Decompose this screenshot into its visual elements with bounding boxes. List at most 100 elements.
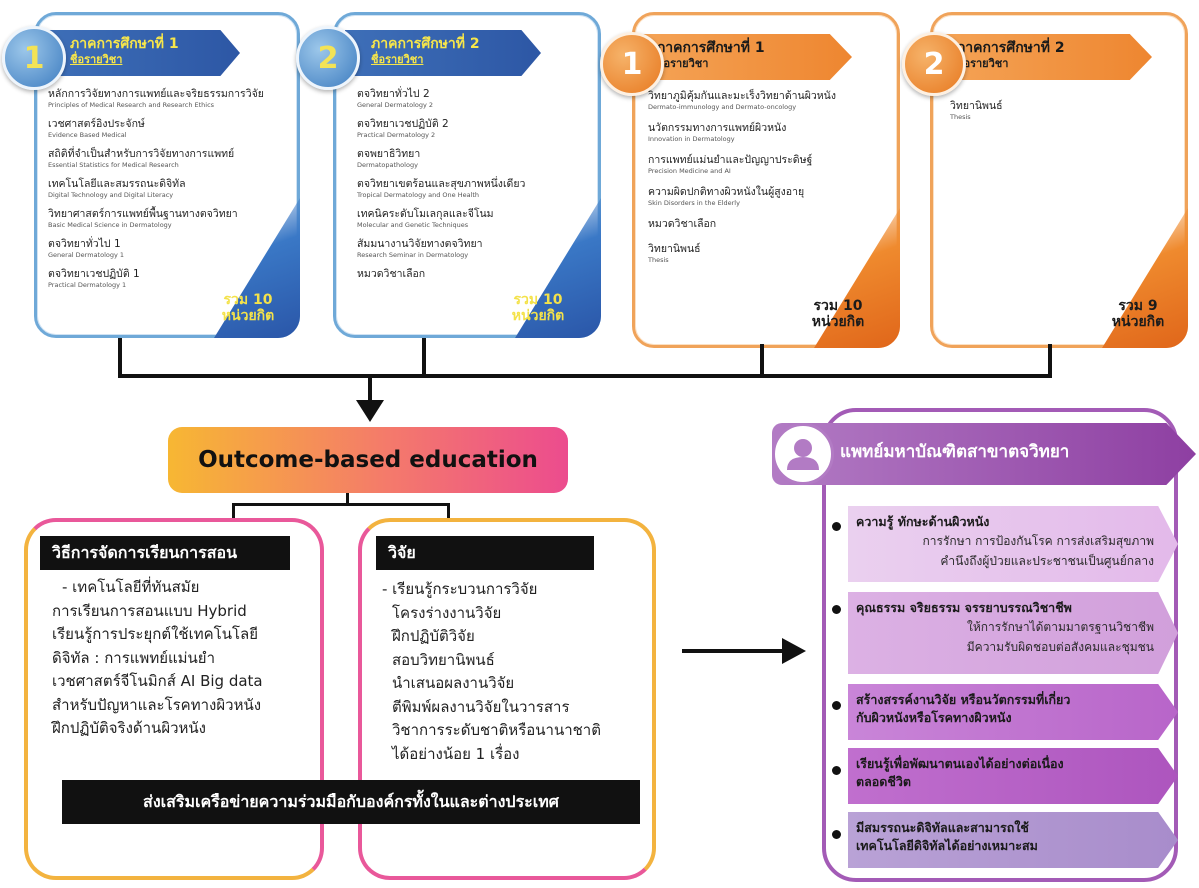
connector-line [232,503,450,506]
outcome-heading: ความรู้ ทักษะด้านผิวหนัง [856,514,990,529]
semester-title: ภาคการศึกษาที่ 2 [956,40,1065,56]
course-item: หมวดวิชาเลือก [357,268,525,281]
avatar [772,423,834,485]
outcome-item: เรียนรู้เพื่อพัฒนาตนเองได้อย่างต่อเนื่อง… [848,748,1178,804]
course-name-th: ตจวิทยาทั่วไป 2 [357,88,430,100]
course-name-th: นวัตกรรมทางการแพทย์ผิวหนัง [648,122,787,134]
course-list: หลักการวิจัยทางการแพทย์และจริยธรรมการวิจ… [48,88,264,298]
outcome-heading: มีสมรรถนะดิจิทัลและสามารถใช้ [856,820,1029,835]
course-name-th: หมวดวิชาเลือก [648,218,717,230]
bullet-icon [832,830,841,839]
credit-total: รวม 9 หน่วยกิต [1100,298,1176,330]
course-name-th: หลักการวิจัยทางการแพทย์และจริยธรรมการวิจ… [48,88,264,100]
outcome-detail: ให้การรักษาได้ตามมาตรฐานวิชาชีพ [967,620,1154,634]
list-item: สำหรับปัญหาและโรคทางผิวหนัง [52,695,262,714]
semester-title: ภาคการศึกษาที่ 1 [656,40,765,56]
course-name-en: Tropical Dermatology and One Health [357,191,480,199]
course-name-th: วิทยาศาสตร์การแพทย์พื้นฐานทางตจวิทยา [48,208,238,220]
outcome-item: ความรู้ ทักษะด้านผิวหนัง การรักษา การป้อ… [848,506,1178,582]
connector-line [422,338,426,376]
course-name-th: ตจวิทยาทั่วไป 1 [48,238,121,250]
list-item: ฝึกปฏิบัติวิจัย [392,627,475,645]
course-name-en: General Dermatology 1 [48,251,125,259]
course-name-en: Practical Dermatology 2 [357,131,436,139]
course-name-en: Thesis [950,113,971,121]
bullet-icon [832,605,841,614]
course-item: วิทยาภูมิคุ้มกันและมะเร็งวิทยาด้านผิวหนั… [648,90,836,112]
semester-number-badge: 1 [2,26,66,90]
connector-line [368,378,372,406]
list-item: - เทคโนโลยีที่ทันสมัย [62,578,200,596]
course-name-en: Dermato-immunology and Dermato-oncology [648,103,797,111]
bullet-icon [832,522,841,531]
course-name-th: ตจวิทยาเวชปฏิบัติ 2 [357,118,449,130]
course-name-th: ตจวิทยาเวชปฏิบัติ 1 [48,268,140,280]
course-name-en: Skin Disorders in the Elderly [648,199,740,207]
list-item: ได้อย่างน้อย 1 เรื่อง [392,744,520,763]
course-name-en: Digital Technology and Digital Literacy [48,191,174,199]
list-item: เวชศาสตร์จีโนมิกส์ AI Big data [52,672,263,690]
outcome-heading: คุณธรรม จริยธรรม จรรยาบรรณวิชาชีพ [856,600,1072,615]
course-name-en: Molecular and Genetic Techniques [357,221,469,229]
credit-total-value: รวม 10 [513,292,563,308]
outcome-item: คุณธรรม จริยธรรม จรรยาบรรณวิชาชีพ ให้การ… [848,592,1178,674]
user-icon [787,439,819,470]
semester-banner-2: ภาคการศึกษาที่ 2 ชื่อรายวิชา [345,30,541,76]
course-name-en: Practical Dermatology 1 [48,281,127,289]
outcome-detail: คำนึงถึงผู้ป่วยและประชาชนเป็นศูนย์กลาง [940,554,1154,568]
course-name-th: สัมมนางานวิจัยทางตจวิทยา [357,238,483,250]
semester-number-badge: 2 [296,26,360,90]
outcome-detail: การรักษา การป้องกันโรค การส่งเสริมสุขภาพ [922,534,1154,548]
semester-title: ภาคการศึกษาที่ 1 [70,36,179,52]
graduate-title: แพทย์มหาบัณฑิตสาขาตจวิทยา [840,442,1070,462]
course-item: วิทยานิพนธ์Thesis [648,243,836,265]
course-item: ความผิดปกติทางผิวหนังในผู้สูงอายุSkin Di… [648,186,836,208]
list-item: เรียนรู้การประยุกต์ใช้เทคโนโลยี [52,625,258,643]
course-name-th: หมวดวิชาเลือก [357,268,426,280]
semester-banner-4: ภาคการศึกษาที่ 2 ชื่อรายวิชา [930,34,1152,80]
list-item: - เรียนรู้กระบวนการวิจัย [382,580,538,598]
course-name-en: Essential Statistics for Medical Researc… [48,161,179,169]
semester-banner-3: ภาคการศึกษาที่ 1 ชื่อรายวิชา [630,34,852,80]
research-title: วิจัย [376,536,594,570]
list-item: ตีพิมพ์ผลงานวิจัยในวารสาร [392,697,570,716]
course-list: วิทยาภูมิคุ้มกันและมะเร็งวิทยาด้านผิวหนั… [648,90,836,273]
outcome-heading: เรียนรู้เพื่อพัฒนาตนเองได้อย่างต่อเนื่อง [856,756,1064,771]
course-name-th: การแพทย์แม่นยำและปัญญาประดิษฐ์ [648,154,813,166]
semester-subtitle: ชื่อรายวิชา [656,57,709,70]
list-item: การเรียนการสอนแบบ Hybrid [52,601,247,620]
course-item: เวชศาสตร์อิงประจักษ์Evidence Based Medic… [48,118,264,140]
course-name-en: Evidence Based Medical [48,131,127,139]
course-name-en: Thesis [648,256,669,264]
credit-total-unit: หน่วยกิต [811,314,865,330]
course-name-en: Innovation in Dermatology [648,135,735,143]
connector-line [118,338,122,376]
course-name-th: สถิติที่จำเป็นสำหรับการวิจัยทางการแพทย์ [48,148,235,160]
semester-banner-1: ภาคการศึกษาที่ 1 ชื่อรายวิชา [44,30,240,76]
list-item: โครงร่างงานวิจัย [392,603,502,622]
course-name-th: ความผิดปกติทางผิวหนังในผู้สูงอายุ [648,186,805,198]
connector-line [760,344,764,376]
course-item: วิทยานิพนธ์Thesis [950,100,1003,122]
course-name-en: Research Seminar in Dermatology [357,251,469,259]
credit-total: รวม 10 หน่วยกิต [800,298,876,330]
research-list: - เรียนรู้กระบวนการวิจัย โครงร่างงานวิจั… [382,578,601,766]
course-name-en: General Dermatology 2 [357,101,434,109]
course-item: หมวดวิชาเลือก [648,218,836,231]
connector-line [232,503,235,519]
bullet-icon [832,701,841,710]
course-item: การแพทย์แม่นยำและปัญญาประดิษฐ์Precision … [648,154,836,176]
list-item: วิชาการระดับชาติหรือนานาชาติ [392,721,601,739]
outcome-heading: เทคโนโลยีดิจิทัลได้อย่างเหมาะสม [856,838,1038,853]
outcome-heading: กับผิวหนังหรือโรคทางผิวหนัง [856,710,1012,725]
credit-total: รวม 10 หน่วยกิต [500,292,576,324]
